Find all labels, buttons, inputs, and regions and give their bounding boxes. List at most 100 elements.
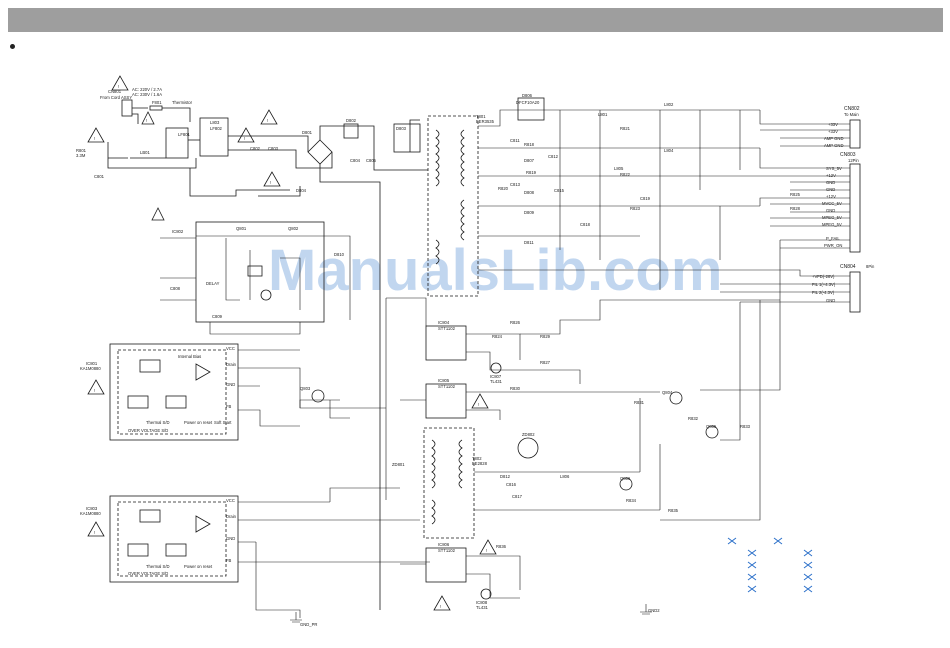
- optocoupler-ic805: [425, 383, 467, 419]
- zd801-label: ZD801: [392, 462, 405, 467]
- t801-part: EER3535: [476, 119, 495, 124]
- l801-label: LB01: [140, 150, 150, 155]
- ac-spec-label-1: AC: 220V / 2.7A: [132, 87, 162, 92]
- ic803-power-on-reset: Power on reset: [184, 564, 213, 569]
- c818-label: C818: [580, 222, 591, 227]
- ic801-comparator: [195, 363, 211, 381]
- c801-label: C801: [94, 174, 105, 179]
- ic805-label: IC805: [438, 378, 450, 383]
- ic803-label: IC803: [86, 506, 98, 511]
- ic801-vcc: VCC: [226, 346, 235, 351]
- ic802-block: IC802 Q801 Q802 DELAY C808 C809 D810: [151, 207, 345, 323]
- d803-label: D803: [396, 126, 407, 131]
- connector-cn803: CN803 12Pin SYS_5V +12V GND GND +12V MVC…: [822, 152, 861, 253]
- r820-label: R820: [498, 186, 509, 191]
- ic801-logic: [127, 395, 149, 409]
- l805-label: L805: [614, 166, 624, 171]
- ic801-power-on-reset: Power on reset: [184, 420, 213, 425]
- cross-mark-icon: [727, 537, 737, 545]
- c811-label: C811: [510, 138, 520, 143]
- cn804-pin1: +VFD(-28V): [812, 274, 835, 279]
- input-wiring: [107, 107, 428, 610]
- ic803-drain: Drain: [226, 514, 237, 519]
- ic808-part: TL431: [476, 605, 489, 610]
- ic803-osc: [139, 509, 161, 523]
- cn803-pin4: GND: [826, 187, 835, 192]
- ic802-box: [195, 221, 325, 323]
- gnd-sec-label: GND2: [648, 608, 660, 613]
- cn804-pin2: FIL 1(+4.3V): [812, 282, 836, 287]
- zd802-label: ZD802: [522, 432, 535, 437]
- t802-part: EE2828: [472, 461, 488, 466]
- c809-label: C809: [212, 314, 223, 319]
- l803-label: L803: [210, 120, 220, 125]
- connector-wiring: [660, 110, 850, 521]
- l802-label: L802: [664, 102, 674, 107]
- svg-text:!: !: [146, 118, 147, 123]
- bridge-rectifier-d801: [307, 139, 333, 165]
- d806-label: D806: [522, 93, 533, 98]
- ic802-wiring: [160, 235, 351, 335]
- ic801-internal: [117, 349, 227, 435]
- svg-text:!: !: [244, 136, 245, 141]
- ic801-drain: Drain: [226, 362, 237, 367]
- ground-labels: GND_PR GND2: [290, 604, 660, 627]
- ic803-gnd: GND: [226, 536, 235, 541]
- warning-triangle-icon: [111, 75, 129, 91]
- warning-triangle-icon: [260, 109, 278, 125]
- ic801-wiring: [238, 298, 387, 500]
- transistor-q803: [311, 389, 325, 403]
- diode-d806: [517, 97, 545, 121]
- cn804-body: [849, 271, 861, 313]
- warning-triangle-icon: [237, 127, 255, 143]
- c812-label: C812: [548, 154, 559, 159]
- varistor-d802: [343, 123, 359, 139]
- connector-cn804: CN804 8Pin +VFD(-28V) FIL 1(+4.3V) FIL 2…: [812, 264, 875, 313]
- ground-icon: [640, 604, 652, 615]
- ic803-thermal-sd: Thermal S/D: [146, 564, 170, 569]
- cn804-pin3: FIL 2(-4.3V): [812, 290, 835, 295]
- c808-label: C808: [170, 286, 181, 291]
- delay-label: DELAY: [206, 281, 220, 286]
- r831-label: R831: [634, 400, 645, 405]
- ic803-latch: [165, 543, 187, 557]
- l806-label: L806: [560, 474, 570, 479]
- secondary-section: D806 DFCF10A20 D807 D808 D809 D811 D812 …: [492, 93, 801, 549]
- transistor-q805: [705, 425, 719, 439]
- c804-label: C804: [350, 158, 361, 163]
- ic802-label: IC802: [172, 229, 184, 234]
- ground-icon: [290, 612, 302, 623]
- ic803-vcc: VCC: [226, 498, 235, 503]
- cn803-pin2: +12V: [826, 173, 836, 178]
- l804-label: L804: [664, 148, 674, 153]
- ic806-part: STT1102: [438, 548, 456, 553]
- t802-label: T802: [472, 456, 482, 461]
- f801-label: F801: [152, 100, 162, 105]
- line-filter-lf801: [165, 127, 189, 159]
- ic801-soft-start: Soft Start: [214, 420, 232, 425]
- r827-label: R827: [540, 360, 551, 365]
- ic803-logic: [127, 543, 149, 557]
- c815-label: C815: [554, 188, 565, 193]
- d804-label: D804: [296, 188, 307, 193]
- warning-triangle-icon: [479, 539, 497, 555]
- t802-core: [423, 427, 475, 539]
- warning-triangle-icon: [87, 127, 105, 143]
- r833-label: R833: [740, 424, 751, 429]
- r821-label: R821: [620, 126, 631, 131]
- cross-mark-icon: [803, 585, 813, 593]
- d801-label: D801: [302, 130, 313, 135]
- c816-label: C816: [506, 482, 517, 487]
- ic801-block: IC801 KA1M0880 ! VCC Drain GND FB Soft S…: [80, 343, 239, 441]
- optocoupler-wiring: [386, 297, 760, 599]
- warning-triangle-icon: [263, 171, 281, 187]
- svg-text:!: !: [94, 530, 95, 535]
- lf802-label: LF802: [210, 126, 223, 131]
- shunt-regulator-ic808: [480, 588, 492, 600]
- ic801-internal-bias: Internal Bias: [178, 354, 201, 359]
- connector-cn802: CN802 To Main +33V +33V AMP GND AMP GND: [824, 106, 861, 149]
- svg-text:!: !: [94, 388, 95, 393]
- r822-label: R822: [620, 172, 631, 177]
- ic806-label: IC806: [438, 542, 450, 547]
- cn803-pin7: GND: [826, 208, 835, 213]
